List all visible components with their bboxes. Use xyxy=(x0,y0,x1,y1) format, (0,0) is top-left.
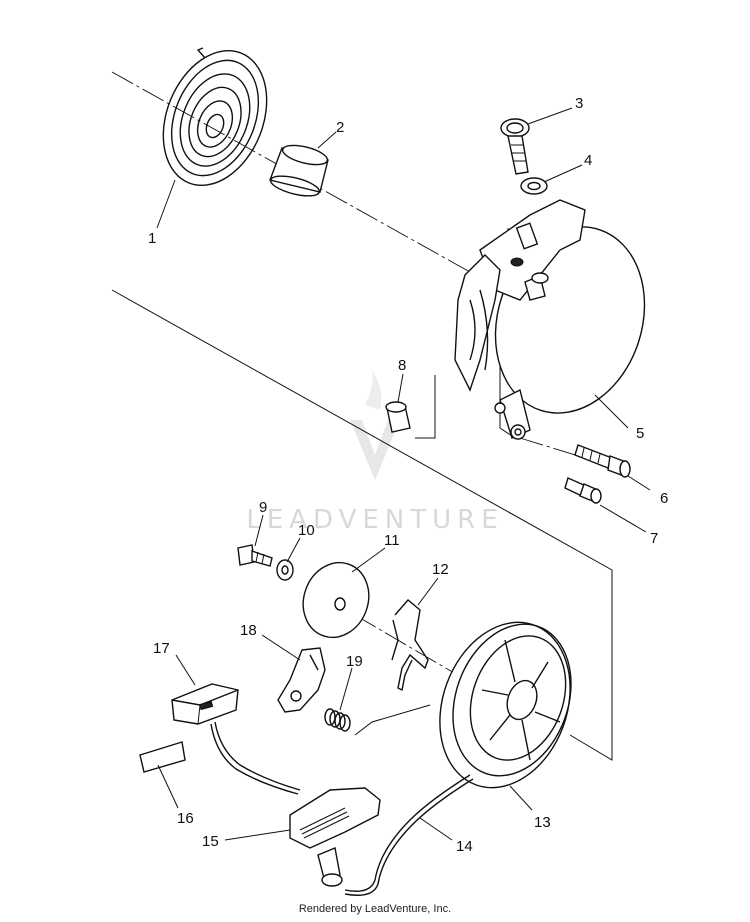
part-19-spring xyxy=(324,708,351,732)
callout-10: 10 xyxy=(298,522,315,539)
callout-7: 7 xyxy=(650,530,658,547)
callout-15: 15 xyxy=(202,833,219,850)
part-13-pulley xyxy=(439,621,572,789)
part-17-pawl-block xyxy=(171,683,301,795)
part-9-bolt xyxy=(237,544,273,567)
part-18-ratchet-pawl xyxy=(277,647,326,713)
callout-19: 19 xyxy=(346,653,363,670)
part-7-bolt xyxy=(564,477,602,504)
callout-12: 12 xyxy=(432,561,449,578)
watermark-text: LEADVENTURE xyxy=(246,505,503,535)
callout-3: 3 xyxy=(575,95,583,112)
part-14-starter-rope xyxy=(344,774,474,896)
footer-credit: Rendered by LeadVenture, Inc. xyxy=(298,903,452,915)
callout-labels: 1 2 3 4 5 6 7 8 9 10 11 12 13 14 15 16 1… xyxy=(148,95,668,855)
callout-14: 14 xyxy=(456,838,473,855)
part-1-recoil-spring xyxy=(162,47,268,187)
callout-13: 13 xyxy=(534,814,551,831)
callout-8: 8 xyxy=(398,357,406,374)
leader-lines xyxy=(156,107,651,841)
part-15-starter-handle xyxy=(289,787,381,887)
leadventure-logo-icon xyxy=(350,370,400,480)
callout-18: 18 xyxy=(240,622,257,639)
callout-6: 6 xyxy=(660,490,668,507)
part-2-bushing xyxy=(269,144,329,197)
callout-17: 17 xyxy=(153,640,170,657)
part-12-spring-clip xyxy=(391,599,429,692)
part-11-friction-plate xyxy=(302,561,370,639)
part-5-starter-housing xyxy=(454,199,646,440)
callout-11: 11 xyxy=(384,532,400,549)
part-4-washer xyxy=(520,177,548,195)
callout-16: 16 xyxy=(177,810,194,827)
part-10-washer xyxy=(276,559,294,581)
callout-1: 1 xyxy=(148,230,156,247)
callout-5: 5 xyxy=(636,425,644,442)
callout-9: 9 xyxy=(259,499,267,516)
part-8-collar xyxy=(385,401,411,433)
part-16-decal xyxy=(139,741,186,773)
leadventure-watermark: LEADVENTURE xyxy=(246,370,503,535)
callout-4: 4 xyxy=(584,152,592,169)
part-3-bolt xyxy=(500,118,530,175)
part-6-screw xyxy=(574,444,631,478)
callout-2: 2 xyxy=(336,119,344,136)
